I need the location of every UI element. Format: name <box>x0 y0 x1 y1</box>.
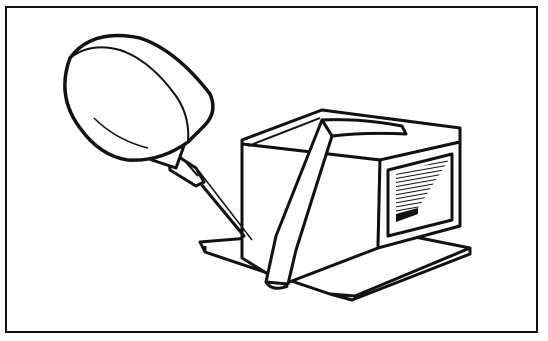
glue-bottle-icon <box>65 36 213 187</box>
